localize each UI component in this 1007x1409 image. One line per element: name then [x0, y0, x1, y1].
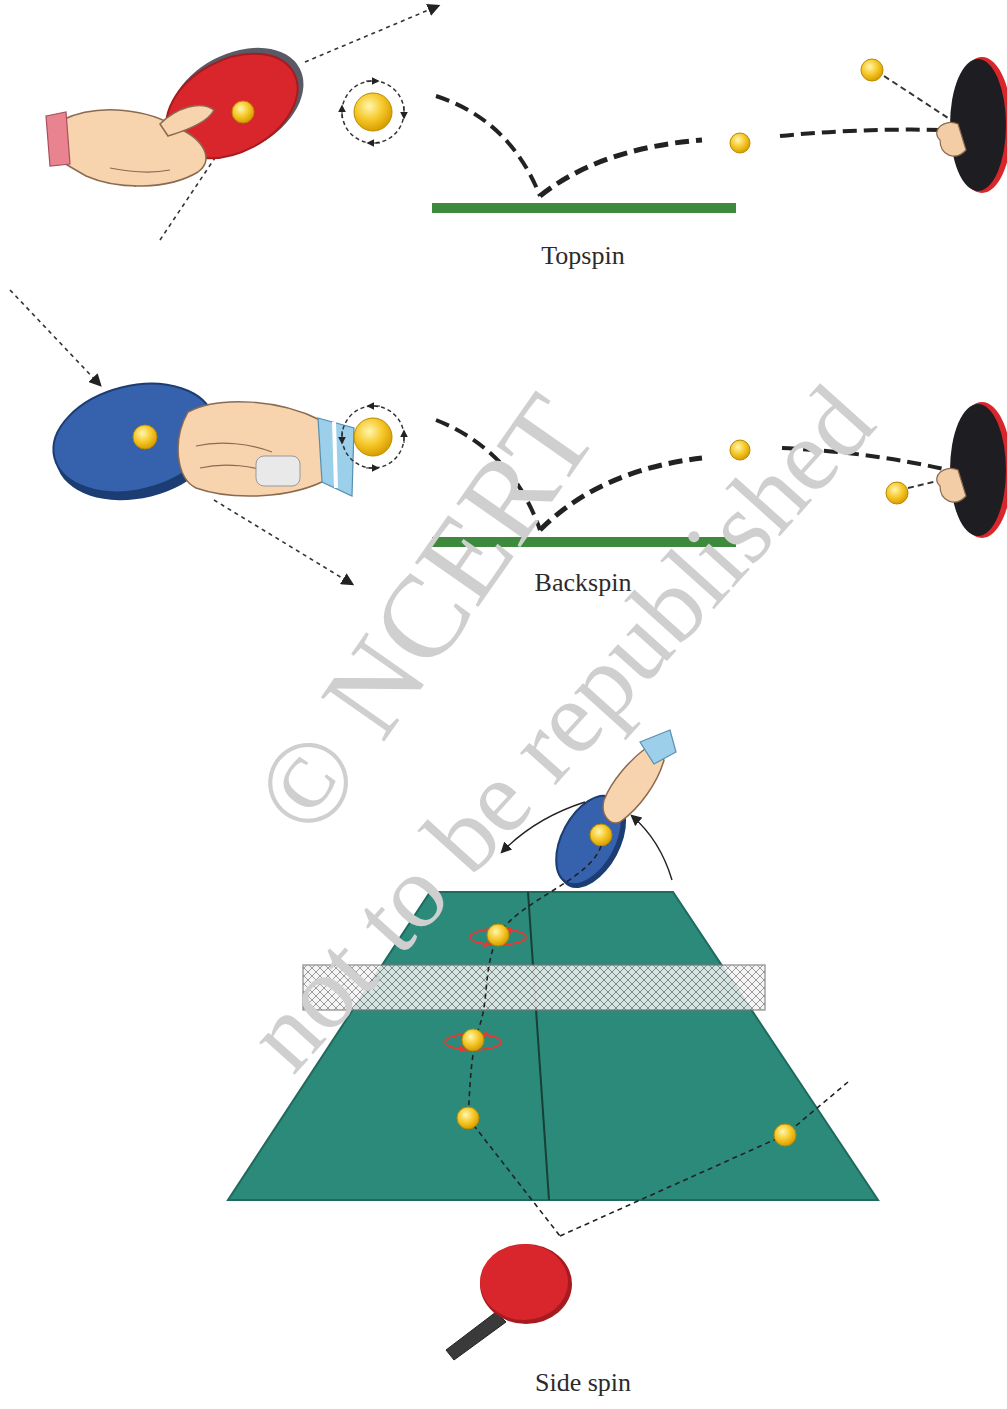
figure-path — [468, 846, 601, 1236]
figure-path — [478, 942, 490, 945]
figure-rect — [256, 456, 300, 486]
figure-path — [10, 290, 100, 385]
figure-circle — [590, 824, 612, 846]
figure-path — [453, 1047, 465, 1050]
figure-path — [178, 402, 330, 496]
figure-path — [214, 500, 352, 584]
figure-path — [937, 468, 966, 502]
figure-path — [342, 431, 343, 443]
figure-circle — [133, 425, 157, 449]
figure-path — [436, 96, 540, 196]
figure-circle — [232, 101, 254, 123]
figure-rect — [432, 203, 736, 213]
figure-circle — [861, 59, 883, 81]
figure-path — [780, 130, 945, 136]
figure-path — [640, 730, 676, 764]
figure-path — [446, 1312, 506, 1360]
figure-path — [404, 431, 405, 443]
figure-circle — [342, 81, 404, 143]
figure-path — [937, 122, 966, 156]
figure-circle — [487, 924, 509, 946]
figure-circle — [462, 1029, 484, 1051]
figure-path — [632, 816, 672, 880]
figure-circle — [354, 418, 392, 456]
figure-ellipse — [480, 1244, 568, 1320]
figure-path — [368, 406, 380, 407]
figure-path — [160, 106, 214, 136]
figure-path — [318, 418, 354, 496]
spin-caption: Side spin — [535, 1369, 631, 1398]
figure-path — [342, 106, 343, 118]
figure-circle — [730, 133, 750, 153]
figure-path — [528, 892, 549, 1200]
figure-path — [366, 468, 378, 469]
figure-path — [368, 143, 380, 144]
figure-path — [334, 422, 336, 488]
figure-path — [540, 140, 702, 196]
figure-circle — [457, 1107, 479, 1129]
topspin-illustration — [46, 6, 1007, 240]
figure-circle — [342, 406, 404, 468]
figure-path — [404, 106, 405, 118]
figure-path — [884, 76, 948, 118]
spin-caption: Topspin — [541, 242, 624, 271]
figure-circle — [354, 93, 392, 131]
figure-path — [560, 1082, 848, 1236]
figure-path — [110, 168, 170, 172]
figure-circle — [886, 482, 908, 504]
figure-circle — [774, 1124, 796, 1146]
figure-path — [305, 6, 438, 62]
figure-path — [46, 112, 70, 166]
figure-ellipse — [480, 1244, 572, 1324]
figure-path — [366, 81, 378, 82]
